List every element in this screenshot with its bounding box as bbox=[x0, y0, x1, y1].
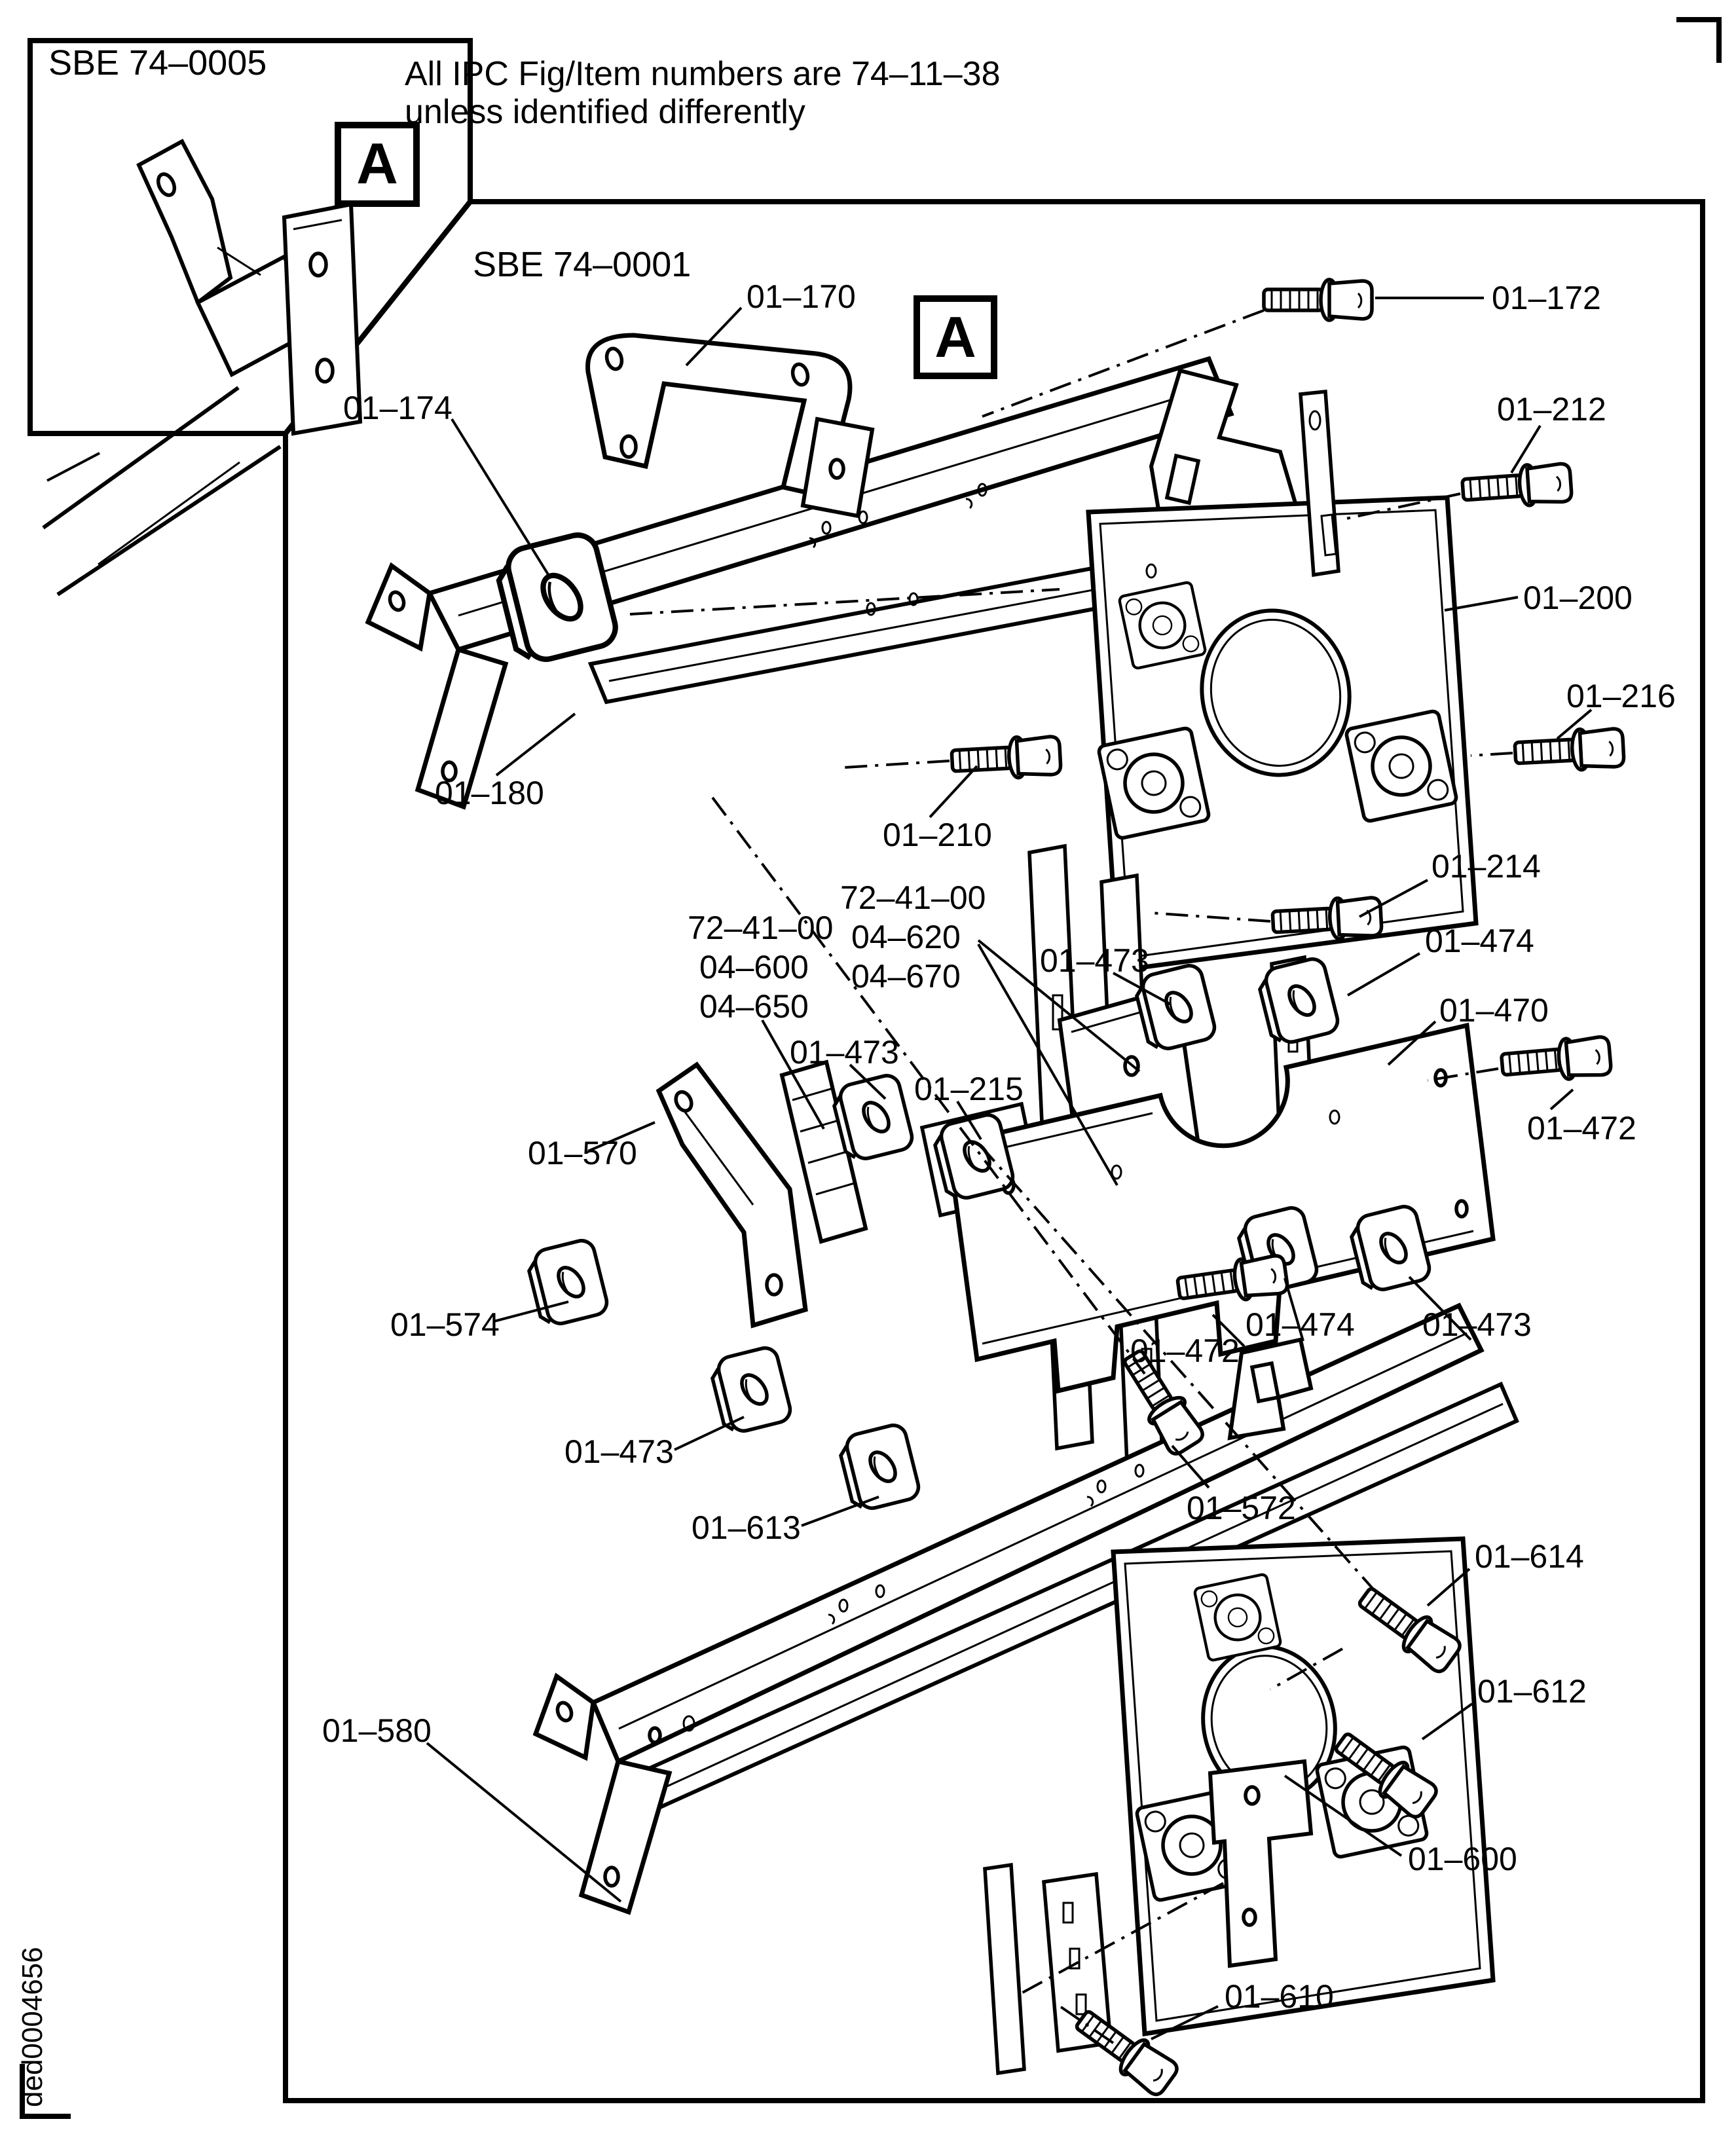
part-label-01-572: 01–572 bbox=[1187, 1490, 1296, 1526]
clipnut-01-574-icon bbox=[525, 1238, 610, 1329]
part-label-01-474-a: 01–474 bbox=[1425, 923, 1534, 959]
part-label-01-473-b: 01–473 bbox=[790, 1034, 899, 1071]
part-label-01-216: 01–216 bbox=[1566, 678, 1676, 714]
part-labels: 01–170 01–172 01–174 01–212 01–200 01–21… bbox=[322, 278, 1676, 2015]
part-label-01-580: 01–580 bbox=[322, 1712, 432, 1749]
detail-a-box-inset bbox=[335, 122, 420, 207]
document-code: ded0004656 bbox=[16, 1947, 48, 2107]
part-label-01-210: 01–210 bbox=[883, 817, 992, 853]
inset-figure-border bbox=[28, 38, 473, 436]
bolt-01-210-icon bbox=[951, 735, 1061, 781]
part-label-01-574: 01–574 bbox=[390, 1306, 500, 1343]
part-label-01-614: 01–614 bbox=[1475, 1538, 1584, 1575]
part-label-04-670: 04–670 bbox=[851, 958, 961, 995]
part-label-01-472-b: 01–472 bbox=[1130, 1333, 1240, 1369]
part-label-01-174: 01–174 bbox=[343, 390, 452, 426]
clipnut-01-474-a-icon bbox=[1256, 957, 1340, 1047]
part-label-01-200: 01–200 bbox=[1523, 579, 1633, 616]
hinge-bracket-01-600 bbox=[1208, 1759, 1314, 1968]
inset-bracket-drawing bbox=[42, 138, 363, 597]
part-label-01-172: 01–172 bbox=[1492, 280, 1601, 316]
part-label-01-600: 01–600 bbox=[1408, 1841, 1517, 1877]
lower-hook-bracket bbox=[1227, 1337, 1314, 1441]
lower-left-tabs bbox=[983, 1862, 1113, 2076]
bolt-01-212-icon bbox=[1462, 462, 1572, 509]
part-label-01-612: 01–612 bbox=[1477, 1673, 1587, 1710]
strip-04-650 bbox=[779, 1059, 868, 1244]
part-label-01-214: 01–214 bbox=[1431, 848, 1541, 885]
part-label-04-600: 04–600 bbox=[699, 949, 809, 985]
part-label-01-180: 01–180 bbox=[435, 775, 544, 811]
part-label-01-212: 01–212 bbox=[1497, 391, 1606, 428]
part-label-01-170: 01–170 bbox=[747, 278, 856, 315]
part-label-01-470: 01–470 bbox=[1439, 992, 1549, 1029]
part-label-04-650: 04–650 bbox=[699, 988, 809, 1025]
leader-lines bbox=[426, 297, 1593, 2040]
part-label-01-610: 01–610 bbox=[1225, 1978, 1334, 2015]
detail-a-marker-main: A bbox=[934, 304, 976, 369]
bolt-01-472-a-icon bbox=[1500, 1035, 1612, 1085]
corner-mark-bottom-left bbox=[20, 2064, 71, 2119]
detail-a-marker-inset: A bbox=[356, 131, 398, 196]
bracket-01-570 bbox=[656, 1061, 808, 1329]
part-label-01-472-a: 01–472 bbox=[1527, 1110, 1636, 1147]
part-label-01-473-c: 01–473 bbox=[1422, 1306, 1532, 1343]
bracket-01-170 bbox=[585, 333, 875, 519]
main-title: SBE 74–0001 bbox=[473, 245, 691, 284]
note-line2: unless identified differently bbox=[405, 93, 805, 131]
bolt-01-216-icon bbox=[1514, 727, 1624, 773]
part-label-01-473-d: 01–473 bbox=[564, 1433, 674, 1470]
inset-title: SBE 74–0005 bbox=[48, 43, 267, 83]
part-label-01-215: 01–215 bbox=[914, 1071, 1024, 1107]
corner-mark-top-right bbox=[1676, 17, 1722, 63]
detail-a-box-main bbox=[914, 295, 997, 379]
part-label-01-473-a: 01–473 bbox=[1040, 942, 1149, 979]
clipnut-01-613-icon bbox=[837, 1423, 921, 1513]
part-label-72-41-00-a: 72–41–00 bbox=[840, 879, 986, 916]
part-label-01-474-b: 01–474 bbox=[1246, 1306, 1355, 1343]
construction-lines bbox=[629, 309, 1513, 2044]
panel-01-200 bbox=[1086, 389, 1479, 973]
note-line1: All IPC Fig/Item numbers are 74–11–38 bbox=[405, 55, 1001, 93]
part-label-04-620: 04–620 bbox=[851, 919, 961, 955]
clipnut-01-473-d-icon bbox=[709, 1346, 793, 1436]
part-label-01-613: 01–613 bbox=[692, 1509, 801, 1546]
part-label-72-41-00-b: 72–41–00 bbox=[688, 910, 833, 946]
part-label-01-570: 01–570 bbox=[528, 1135, 637, 1171]
bolt-01-172-icon bbox=[1264, 280, 1372, 320]
